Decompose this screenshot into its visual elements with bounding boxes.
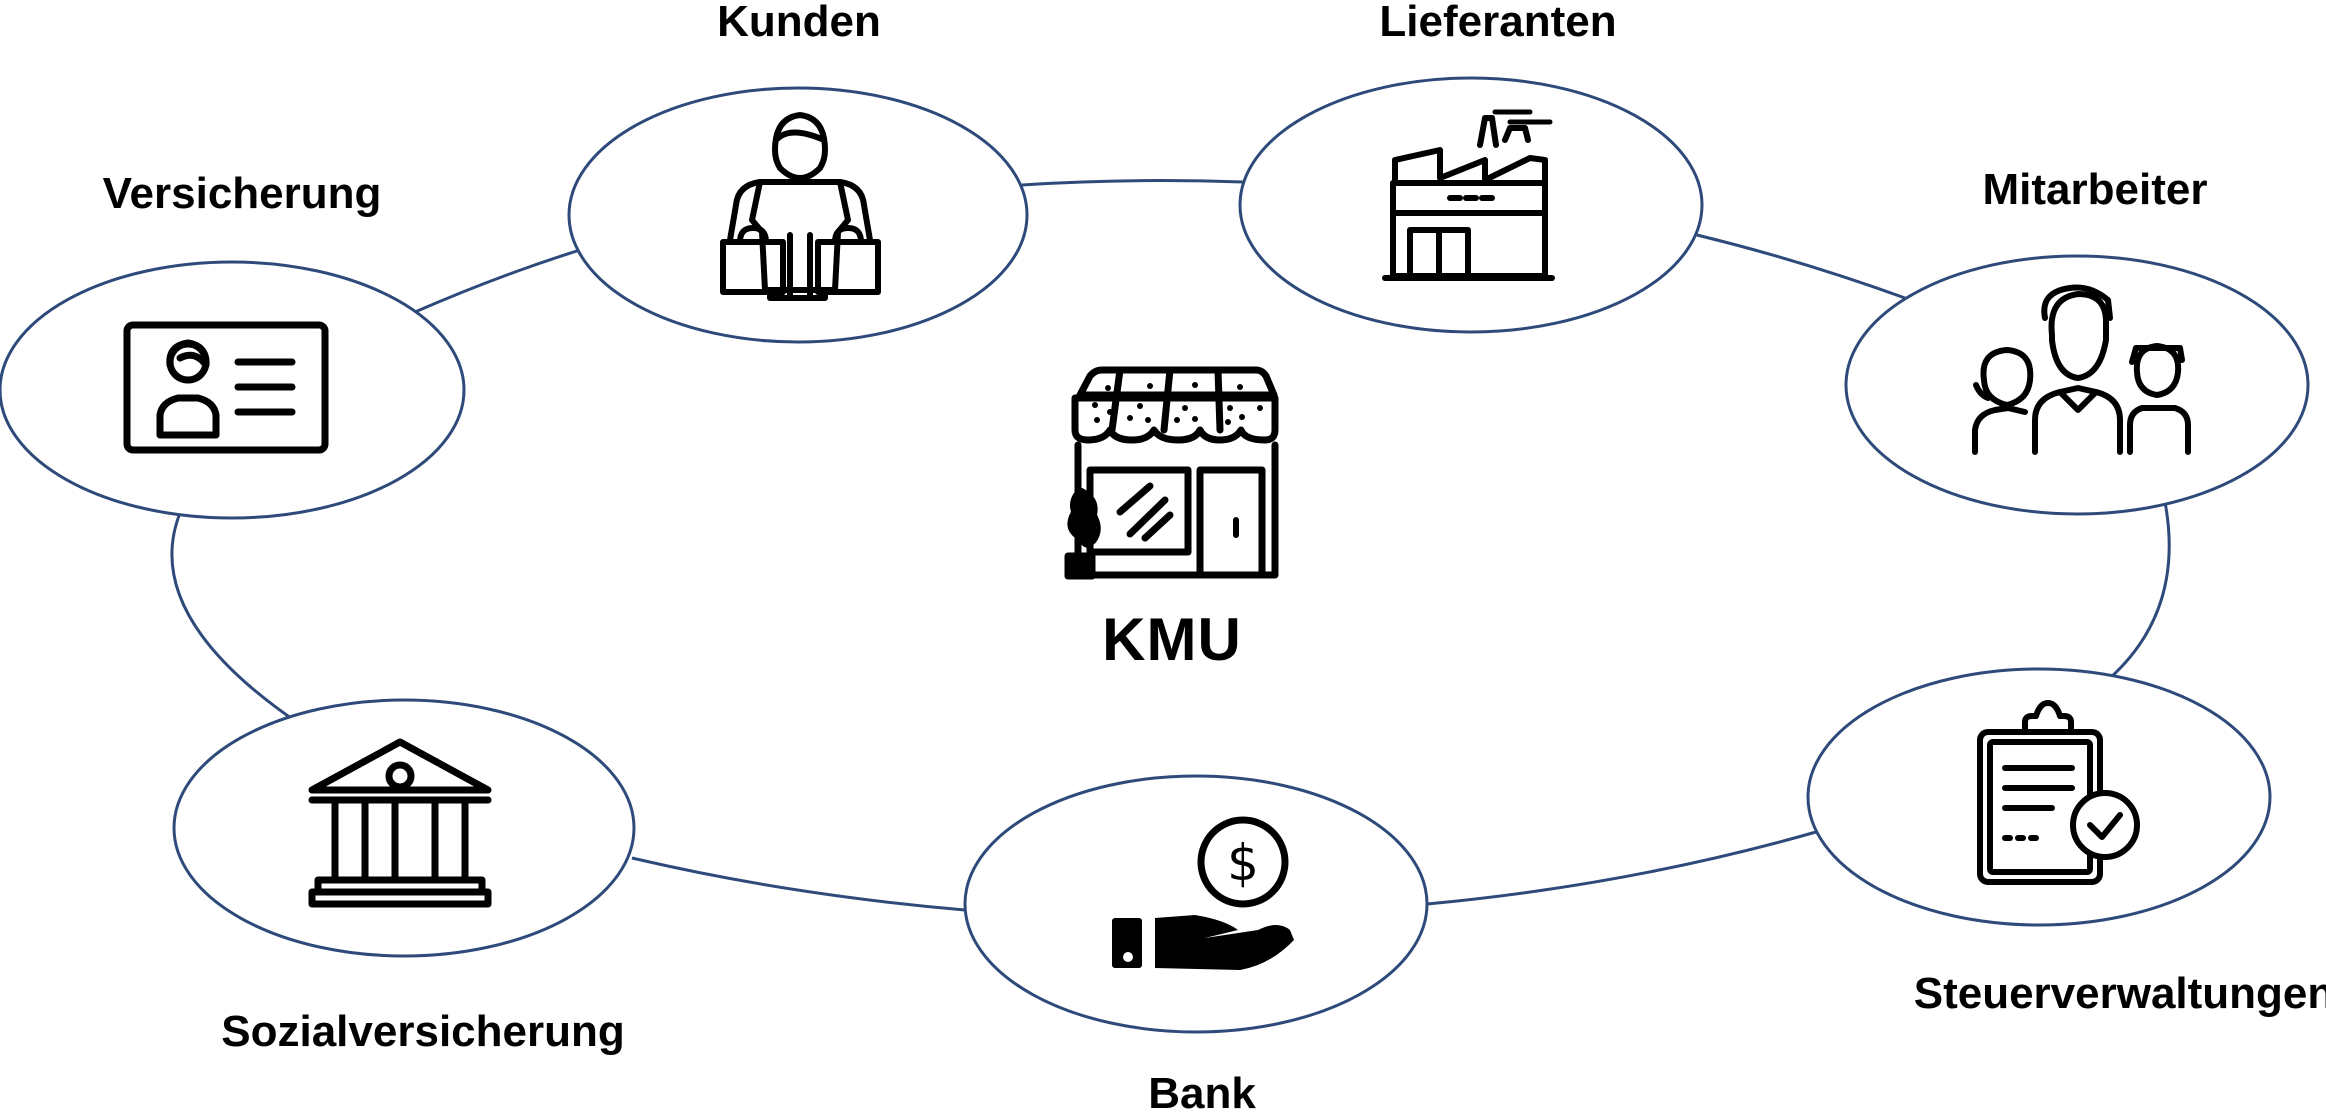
connector-mitarbeiter-steuer (2108, 501, 2171, 680)
connector-versicherung-kunden (414, 248, 581, 314)
ring-mitarbeiter (1844, 254, 2310, 516)
institution-icon (308, 738, 492, 908)
center-title: KMU (1102, 606, 1242, 673)
label-lieferanten: Lieferanten (1379, 0, 1617, 46)
ring-bank (963, 774, 1429, 1034)
team-icon (1972, 284, 2191, 455)
label-kunden: Kunden (717, 0, 881, 46)
label-versicherung: Versicherung (102, 169, 382, 218)
ring-kunden (567, 86, 1029, 344)
connector-bank-sozial (631, 856, 966, 912)
ring-lieferanten (1238, 76, 1704, 334)
label-bank: Bank (1148, 1069, 1256, 1118)
clipboard-check-icon (1977, 700, 2140, 885)
connector-kunden-lieferanten (1021, 179, 1244, 187)
svg-text:$: $ (1227, 834, 1259, 892)
label-mitarbeiter: Mitarbeiter (1982, 165, 2208, 214)
node-rings (0, 76, 2310, 1034)
ring-sozialversicherung (172, 698, 636, 958)
ring-versicherung (0, 260, 466, 520)
id-card-icon (123, 321, 329, 454)
ring-steuerverwaltungen (1806, 667, 2272, 927)
connector-steuer-bank (1426, 830, 1817, 906)
connector-sozial-versicherung (170, 512, 299, 725)
shop-icon (1064, 366, 1279, 580)
factory-icon (1382, 109, 1555, 281)
connector-lines (170, 179, 2171, 912)
money-hand-icon: $ (1112, 816, 1294, 970)
connector-lieferanten-mitarbeiter (1696, 233, 1906, 300)
label-steuerverwaltungen: Steuerverwaltungen (1913, 969, 2326, 1018)
customer-shopping-icon (720, 112, 881, 301)
label-sozialversicherung: Sozialversicherung (221, 1007, 625, 1056)
